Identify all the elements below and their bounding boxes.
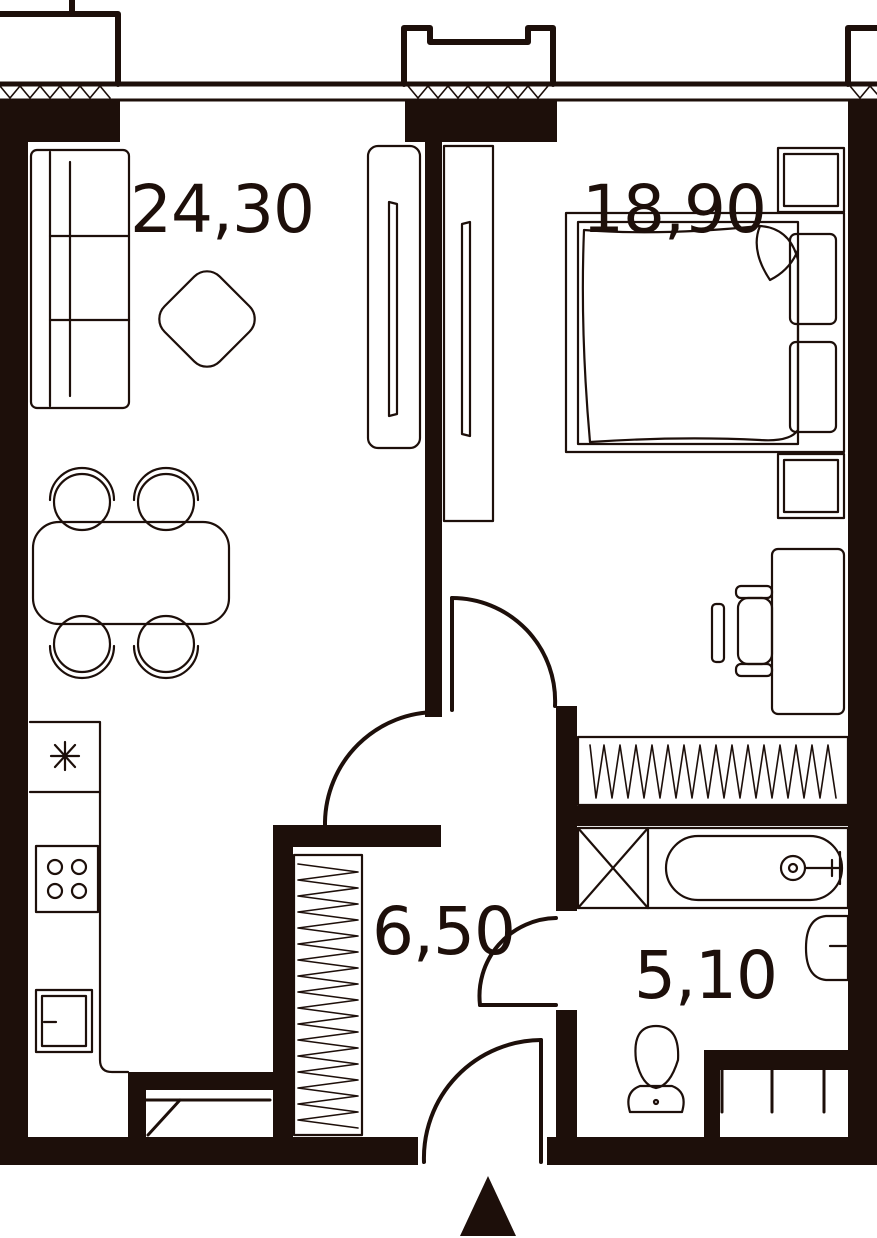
doors — [323, 595, 558, 1164]
sofa — [29, 148, 131, 410]
area-bedroom: 18,90 — [582, 171, 766, 248]
walls — [0, 100, 877, 1165]
bed — [564, 146, 846, 520]
facade-top — [0, 0, 877, 102]
kitchen — [28, 720, 130, 1074]
area-hall: 6,50 — [372, 893, 515, 970]
bottom-windows — [144, 1098, 272, 1137]
area-labels: 24,30 18,90 6,50 5,10 — [130, 171, 778, 1014]
area-bathroom: 5,10 — [634, 937, 777, 1014]
desk — [710, 547, 846, 716]
bedroom-wardrobe — [576, 735, 850, 807]
entrance-arrow-icon — [460, 1176, 516, 1236]
area-living-kitchen: 24,30 — [130, 171, 314, 248]
hall-wardrobe — [292, 853, 364, 1137]
dining-set — [31, 466, 231, 680]
bathroom-fixtures — [576, 826, 850, 1114]
coffee-table — [158, 270, 256, 368]
tv-console — [366, 144, 495, 523]
